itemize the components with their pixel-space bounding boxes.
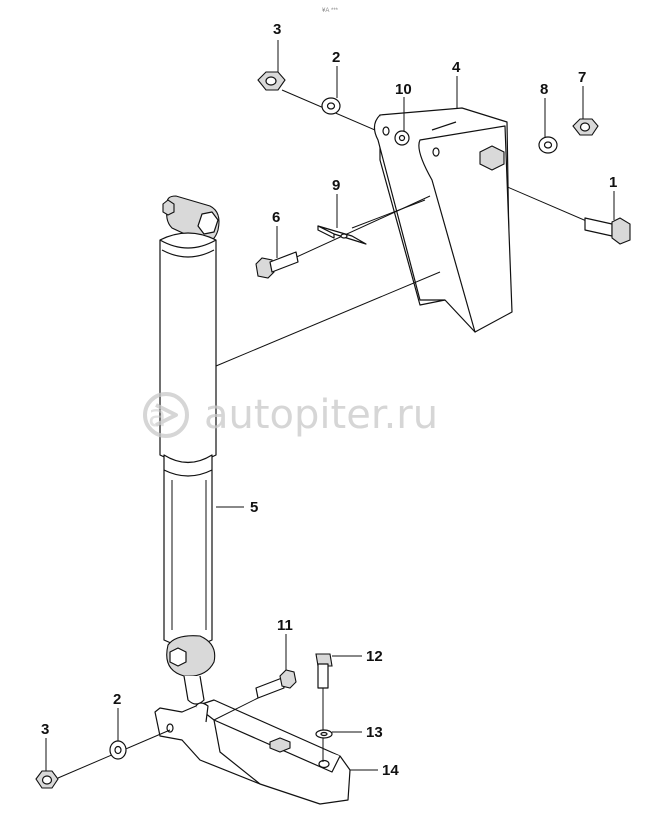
washer-10 (394, 130, 410, 146)
callout-8: 8 (540, 81, 548, 98)
plate-9 (317, 225, 367, 245)
bolt-12 (315, 653, 333, 762)
callout-14: 14 (382, 762, 399, 779)
callout-2-bottom: 2 (113, 691, 121, 708)
callout-3-bottom: 3 (41, 721, 49, 738)
callout-6: 6 (272, 209, 280, 226)
callout-leaders (45, 40, 615, 771)
callout-5: 5 (250, 499, 258, 516)
watermark-text: autopiter.ru (204, 392, 438, 438)
shock-to-bracket-line (215, 271, 441, 367)
shock-absorber-5 (159, 195, 220, 705)
nut-7 (572, 118, 599, 136)
washer-8 (538, 136, 558, 154)
plate-to-bracket-line (351, 199, 426, 229)
callout-1: 1 (609, 174, 617, 191)
washer-top-2 (321, 97, 341, 115)
callout-4: 4 (452, 59, 461, 76)
washer-bottom-2 (109, 740, 127, 760)
lower-bolt-11-axis (213, 697, 259, 721)
callout-2-top: 2 (332, 49, 340, 66)
nut-top-3 (257, 71, 286, 91)
bracket-4 (373, 107, 513, 333)
callout-11: 11 (277, 617, 293, 634)
header-mark: ¥А *** (322, 8, 339, 14)
callout-3-top: 3 (273, 21, 281, 38)
bolt-6 (255, 251, 299, 279)
callout-12: 12 (366, 648, 383, 665)
callout-10: 10 (395, 81, 412, 98)
watermark: a autopiter.ru (143, 392, 438, 438)
arrow-logo-icon: a (143, 392, 189, 438)
svg-text:a: a (148, 399, 166, 434)
washer-13 (315, 729, 333, 739)
bolt-11 (255, 669, 297, 699)
lower-bracket-14 (154, 699, 351, 805)
callout-labels: 3 2 4 10 8 7 1 9 6 5 11 12 13 14 2 3 (41, 21, 617, 779)
nut-bottom-3 (35, 770, 59, 789)
callout-7: 7 (578, 69, 586, 86)
callout-13: 13 (366, 724, 383, 741)
bolt-1 (584, 217, 631, 245)
callout-9: 9 (332, 177, 340, 194)
